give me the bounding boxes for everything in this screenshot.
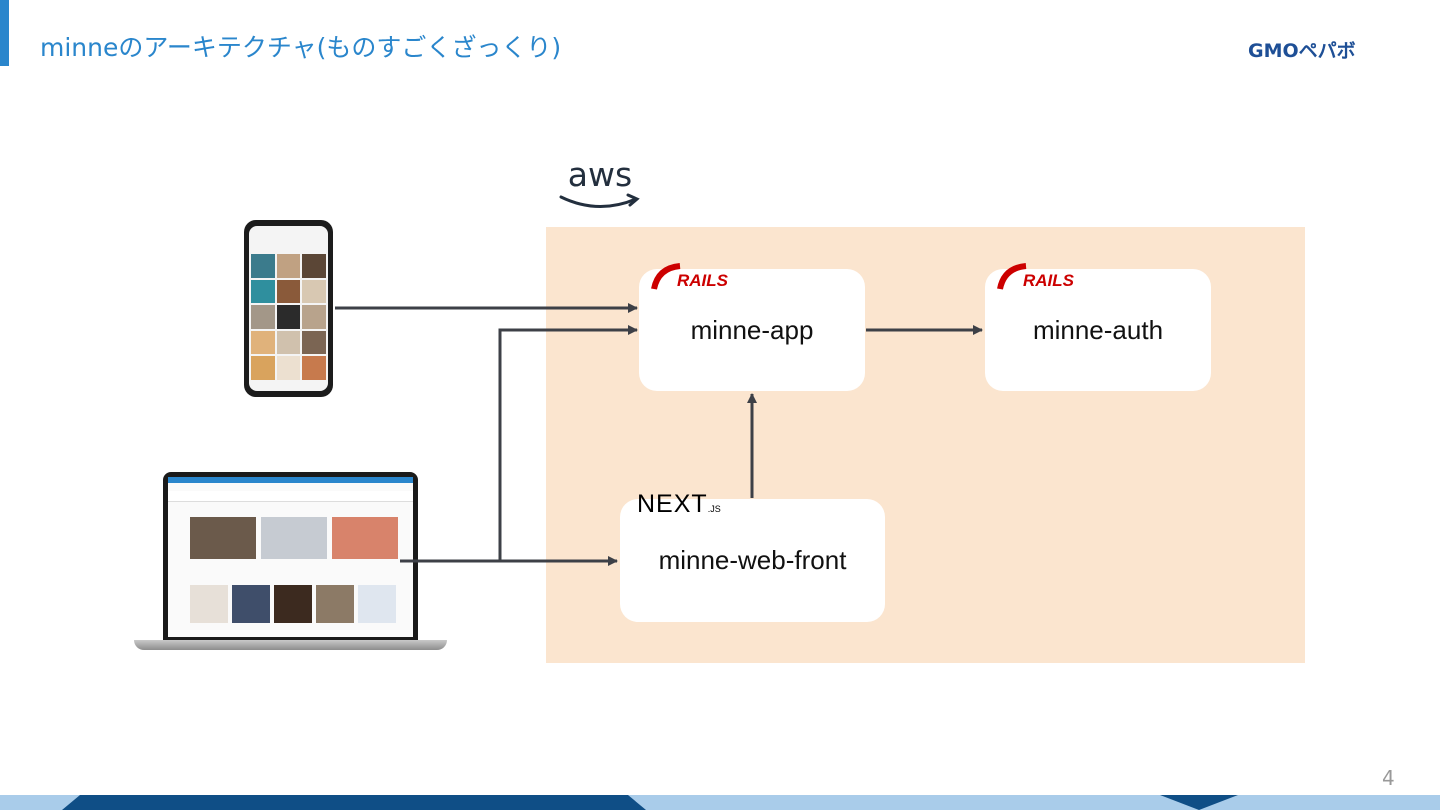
laptop-icon [163, 472, 418, 640]
node-label: minne-web-front [658, 545, 847, 575]
edge-laptop-to-minne-app [498, 325, 638, 560]
rails-logo-icon [651, 263, 681, 290]
rails-badge: RAILS [677, 271, 728, 290]
aws-smile-icon [559, 193, 640, 209]
gmo-pepabo-logo: GMOペパボ [1248, 40, 1356, 62]
laptop-screen [168, 477, 413, 637]
aws-logo-text: aws [567, 155, 633, 194]
node-label: minne-app [690, 314, 814, 345]
node-minne-app[interactable]: minne-app [639, 269, 865, 391]
node-minne-web-front[interactable]: minne-web-front [620, 499, 885, 622]
smartphone-screen [249, 226, 328, 391]
page-number: 4 [1382, 766, 1395, 790]
rails-badge: RAILS [1023, 271, 1074, 290]
laptop-base [134, 640, 447, 650]
footer-accent-left [62, 795, 646, 810]
nextjs-logo-suffix: .JS [707, 504, 721, 514]
smartphone-icon [244, 220, 333, 397]
smartphone-product-grid [251, 254, 326, 380]
title-accent-bar [0, 0, 9, 66]
rails-logo-icon [997, 263, 1027, 290]
aws-logo: aws [558, 155, 642, 213]
nextjs-logo: NEXT.JS [637, 490, 721, 519]
slide-title: minneのアーキテクチャ(ものすごくざっくり) [40, 33, 562, 62]
node-minne-auth[interactable]: minne-auth [985, 269, 1211, 391]
nextjs-logo-text: NEXT [637, 490, 708, 518]
node-label: minne-auth [1032, 314, 1164, 345]
